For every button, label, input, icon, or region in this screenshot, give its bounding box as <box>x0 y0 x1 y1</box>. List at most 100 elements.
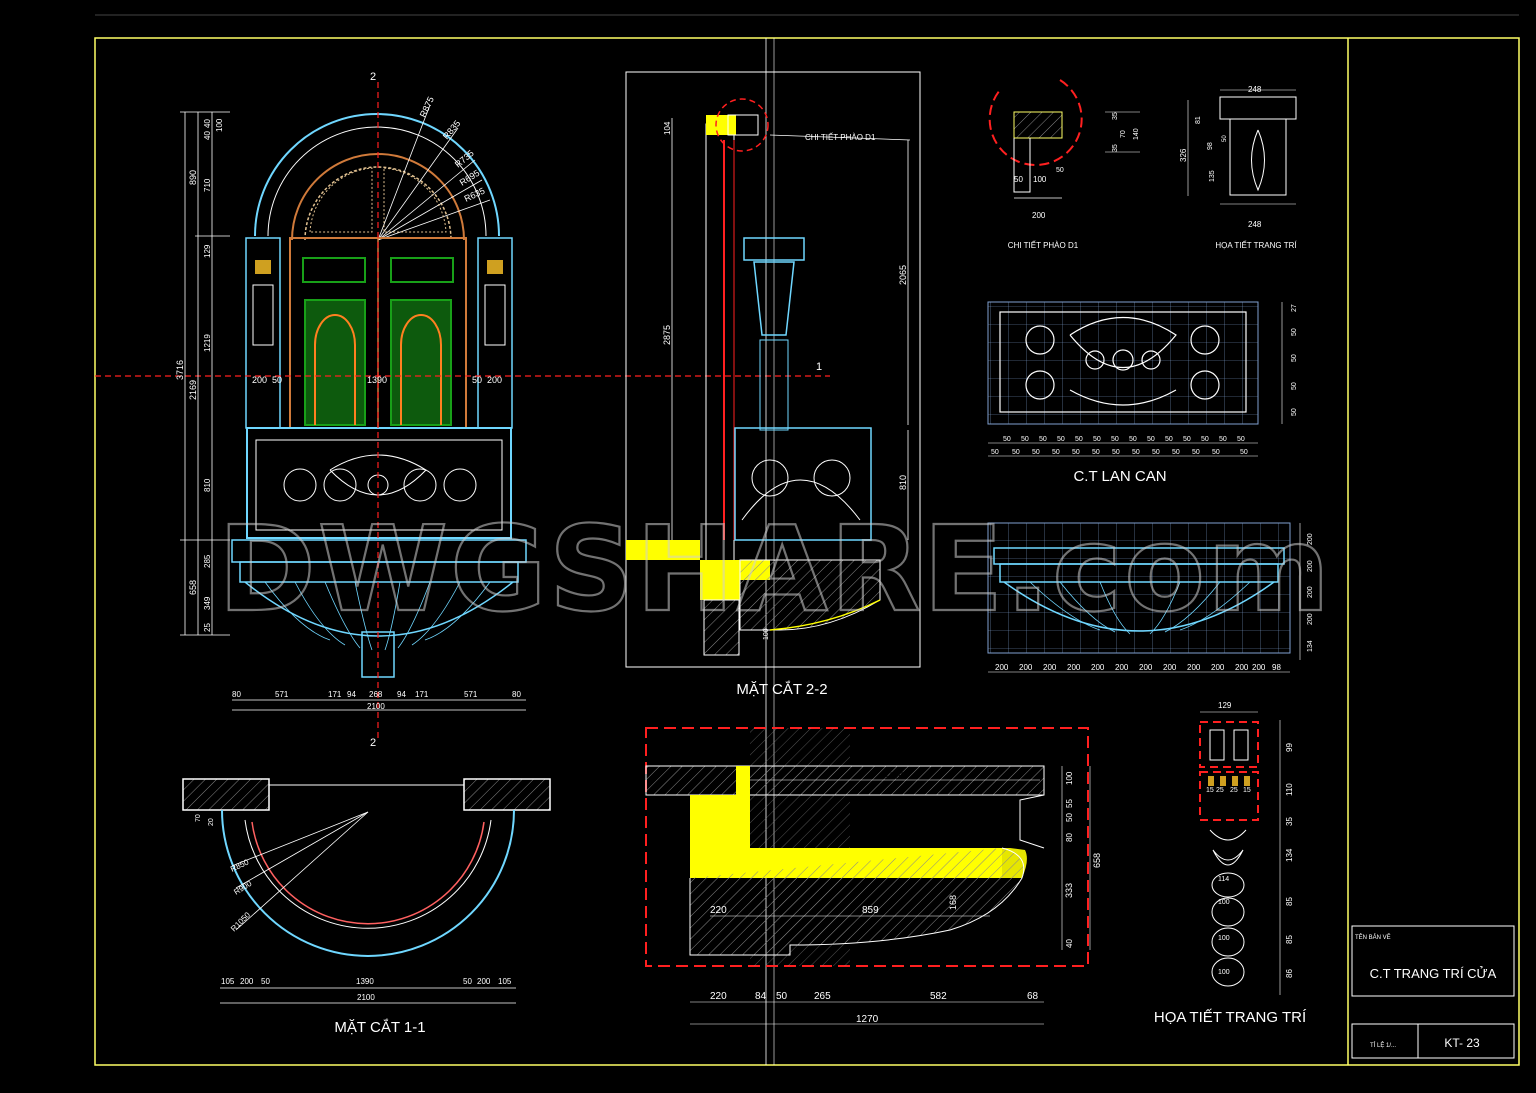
slab-dim-r-100: 100 <box>1065 771 1074 785</box>
section-mark-side: 1 <box>816 361 822 373</box>
slab-dim-r-80: 80 <box>1065 833 1074 842</box>
railing-dim-b-5: 50 <box>1075 436 1083 443</box>
sec11-dim-4: 1390 <box>356 977 374 986</box>
bottom-dim-b-9: 200 <box>1187 663 1201 672</box>
slab-dim-b-265: 265 <box>814 991 831 1002</box>
sec22-dim-2875: 2875 <box>662 325 672 345</box>
dim-bottom-4: 94 <box>347 690 356 699</box>
radius-r635: R635 <box>463 186 487 204</box>
sec11-dim-5: 50 <box>463 977 472 986</box>
dim-left-inner-10: 25 <box>203 623 212 632</box>
dim-bottom-7: 171 <box>415 690 429 699</box>
dim-bottom-5: 268 <box>369 690 383 699</box>
railing-dim-c-12: 50 <box>1212 449 1220 456</box>
d1-dim-6: 70 <box>1120 130 1127 138</box>
door-elevation: R875 R835 R735 R695 R635 <box>95 71 830 749</box>
cornice-detail-title: CHI TIẾT PHÀO D1 <box>1008 240 1079 250</box>
orn-small-dim-4: 98 <box>1207 142 1214 150</box>
bottom-dim-r-5: 134 <box>1307 640 1314 652</box>
slab-dim-b-total: 1270 <box>856 1014 879 1025</box>
orn-col-r-5: 85 <box>1285 897 1294 906</box>
dim-left-outer-3: 658 <box>188 580 198 595</box>
orn-col-r-4: 134 <box>1285 848 1294 862</box>
cornice-detail-d1: 50 100 50 200 35 70 35 140 CHI TIẾT PHÀO… <box>988 79 1140 250</box>
dim-center-5: 200 <box>487 375 502 385</box>
radius-r835: R835 <box>441 118 462 141</box>
slab-dim-168: 168 <box>948 895 958 910</box>
orn-small-dim-2: 81 <box>1195 116 1202 124</box>
section-2-2-callout: CHI TIẾT PHÀO D1 <box>805 132 876 142</box>
dim-center-2: 50 <box>272 375 282 385</box>
slab-dim-b-50: 50 <box>776 991 788 1002</box>
railing-dim-c-7: 50 <box>1112 449 1120 456</box>
section-2-2-title: MẶT CẮT 2-2 <box>736 680 827 698</box>
orn-small-dim-6: 50 <box>1222 135 1228 142</box>
bottom-dim-r-3: 200 <box>1307 586 1314 598</box>
elevation-radii-lines <box>377 104 491 241</box>
slab-dim-1050: 1050 <box>884 771 907 782</box>
dim-bottom-2: 571 <box>275 690 289 699</box>
orn-small-dim-1: 248 <box>1248 85 1262 94</box>
ornament-small-title: HỌA TIẾT TRANG TRÍ <box>1215 240 1297 250</box>
dim-bottom-1: 80 <box>232 690 241 699</box>
dim-left-inner-6: 1219 <box>203 334 212 352</box>
slab-dim-r-40: 40 <box>1065 939 1074 948</box>
dim-left-inner-5: 129 <box>203 244 212 258</box>
railing-dim-right-3: 50 <box>1291 354 1298 362</box>
orn-col-r-1: 99 <box>1285 743 1294 752</box>
dim-small-20: 20 <box>208 818 215 826</box>
slab-dim-b-582: 582 <box>930 991 947 1002</box>
section-1-1: R850 R900 R1050 70 20 105 200 50 1390 50… <box>182 778 551 1036</box>
railing-dim-c-5: 50 <box>1072 449 1080 456</box>
slab-dim-r-333: 333 <box>1064 883 1074 898</box>
drawing-name-label: TÊN BẢN VẼ <box>1355 933 1391 941</box>
sec22-dim-100: 100 <box>763 628 770 640</box>
railing-dim-c-13: 50 <box>1240 449 1248 456</box>
orn-col-r-7: 86 <box>1285 969 1294 978</box>
slab-dim-r-55: 55 <box>1065 799 1074 808</box>
bottom-dim-b-11: 200 <box>1235 663 1249 672</box>
section-1-1-title: MẶT CẮT 1-1 <box>334 1018 425 1036</box>
railing-dim-c-9: 50 <box>1152 449 1160 456</box>
railing-dim-right-2: 50 <box>1291 328 1298 336</box>
bottom-dim-b-13: 98 <box>1272 663 1281 672</box>
orn-col-r-3: 35 <box>1285 817 1294 826</box>
orn-col-inner-1: 15 <box>1206 787 1214 794</box>
d1-dim-7: 35 <box>1112 144 1119 152</box>
radius-r1050: R1050 <box>229 910 252 933</box>
railing-dim-b-1: 50 <box>1003 436 1011 443</box>
railing-dim-b-10: 50 <box>1165 436 1173 443</box>
d1-dim-1: 50 <box>1014 175 1023 184</box>
railing-dim-b-3: 50 <box>1039 436 1047 443</box>
dim-left-inner-8: 285 <box>203 554 212 568</box>
dim-left-inner-9: 349 <box>203 596 212 610</box>
slab-dim-b-84: 84 <box>755 991 767 1002</box>
railing-dim-c-8: 50 <box>1132 449 1140 456</box>
slab-dim-b-68: 68 <box>1027 991 1039 1002</box>
sec11-dim-total: 2100 <box>357 993 375 1002</box>
ornament-small-detail: 248 81 326 98 135 50 248 HỌA TIẾT TRANG … <box>1179 85 1297 250</box>
bottom-dim-b-2: 200 <box>1019 663 1033 672</box>
dim-center-3: 1390 <box>367 375 387 385</box>
section-mark-bottom: 2 <box>370 737 376 749</box>
railing-dim-b-9: 50 <box>1147 436 1155 443</box>
bottom-dim-r-4: 200 <box>1307 613 1314 625</box>
scale-label: TỈ LỆ 1/... <box>1370 1041 1396 1049</box>
orn-col-inner-8: 100 <box>1218 969 1230 976</box>
orn-col-inner-3: 25 <box>1230 787 1238 794</box>
railing-dim-right-4: 50 <box>1291 382 1298 390</box>
railing-dim-c-6: 50 <box>1092 449 1100 456</box>
bottom-dim-b-3: 200 <box>1043 663 1057 672</box>
slab-section-detail: 1050 220 859 168 100 55 50 80 333 40 658… <box>645 727 1102 1025</box>
bottom-dim-b-1: 200 <box>995 663 1009 672</box>
sec11-dim-2: 200 <box>240 977 254 986</box>
radius-r900: R900 <box>232 879 253 897</box>
orn-small-dim-3: 326 <box>1179 148 1188 162</box>
railing-dim-b-14: 50 <box>1237 436 1245 443</box>
railing-dim-b-13: 50 <box>1219 436 1227 443</box>
dim-center-1: 200 <box>252 375 267 385</box>
slab-dim-859: 859 <box>862 905 879 916</box>
dim-small-70: 70 <box>195 814 202 822</box>
bottom-dim-r-1: 200 <box>1307 533 1314 545</box>
outer-frame <box>94 37 1520 1066</box>
